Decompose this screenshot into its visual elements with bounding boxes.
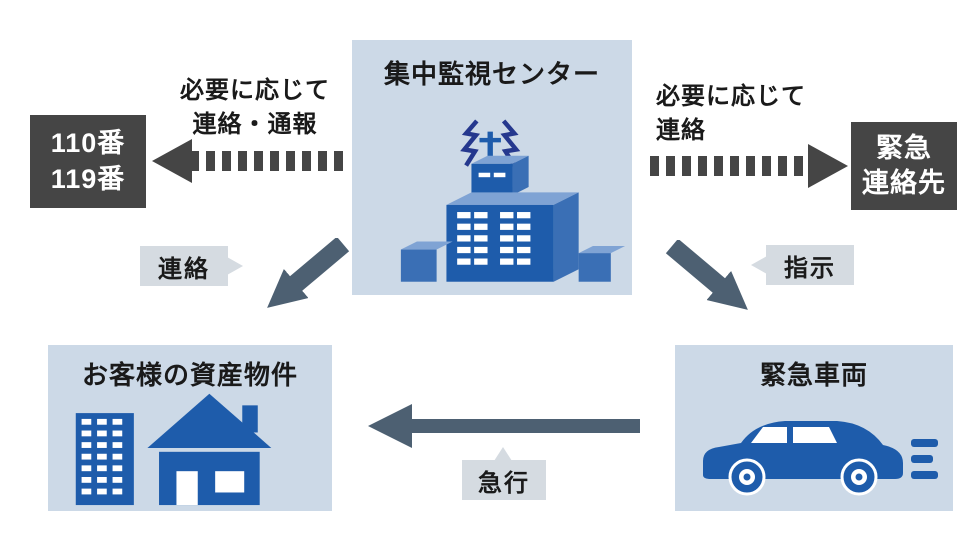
arrow-left-shaft-icon (410, 419, 640, 433)
property-buildings-icon (75, 393, 272, 506)
monitoring-center-panel: 集中監視センター (352, 40, 632, 295)
instruct-chip-label: 指示 (784, 254, 836, 282)
emergency-contact-line2: 連絡先 (862, 168, 946, 198)
car-icon (703, 421, 938, 496)
customer-property-panel: お客様の資産物件 (48, 345, 332, 511)
emergency-contact-box: 緊急 連絡先 (851, 122, 957, 210)
wheel-icon (840, 458, 878, 496)
arrowhead-right-icon (808, 144, 848, 188)
emergency-contact-line1: 緊急 (876, 132, 932, 163)
rush-chip: 急行 (462, 447, 546, 500)
police-number: 110番 (50, 128, 126, 159)
customer-property-title: お客様の資産物件 (81, 360, 298, 390)
wheel-icon (728, 458, 766, 496)
right-flow-label-line2: 連絡 (656, 116, 706, 144)
dashed-arrow-right-icon (650, 144, 848, 188)
office-building-icon (75, 413, 134, 506)
chip-tail-icon (494, 447, 512, 461)
instruct-chip: 指示 (751, 245, 854, 285)
emergency-vehicle-panel: 緊急車両 (675, 345, 953, 511)
arrowhead-left-icon (152, 139, 192, 183)
contact-chip: 連絡 (140, 246, 243, 286)
left-flow-label-line1: 必要に応じて (180, 77, 330, 104)
fire-number: 119番 (50, 163, 126, 194)
police-fire-numbers-box: 110番 119番 (30, 115, 146, 208)
dashed-arrow-left-icon (152, 139, 346, 183)
monitoring-center-title: 集中監視センター (383, 59, 600, 89)
house-icon (147, 393, 272, 506)
dash-line (190, 151, 346, 171)
left-flow-label: 必要に応じて 連絡・通報 (160, 74, 350, 141)
lightning-bolts-icon (460, 119, 521, 167)
rush-chip-label: 急行 (478, 469, 530, 497)
dash-line (650, 156, 810, 176)
arrow-left-head-icon (368, 404, 412, 448)
contact-chip-label: 連絡 (158, 255, 210, 283)
speed-lines-icon (911, 439, 938, 479)
right-flow-label-line1: 必要に応じて (656, 83, 806, 110)
emergency-vehicle-title: 緊急車両 (759, 360, 868, 390)
arrow-down-left-icon (267, 238, 350, 308)
monitoring-center-building-icon (400, 119, 626, 282)
arrow-down-right-icon (665, 240, 748, 310)
right-flow-label: 必要に応じて 連絡 (656, 80, 856, 147)
chip-tail-icon (751, 256, 767, 274)
left-flow-label-line2: 連絡・通報 (192, 110, 318, 138)
chip-tail-icon (227, 257, 243, 275)
